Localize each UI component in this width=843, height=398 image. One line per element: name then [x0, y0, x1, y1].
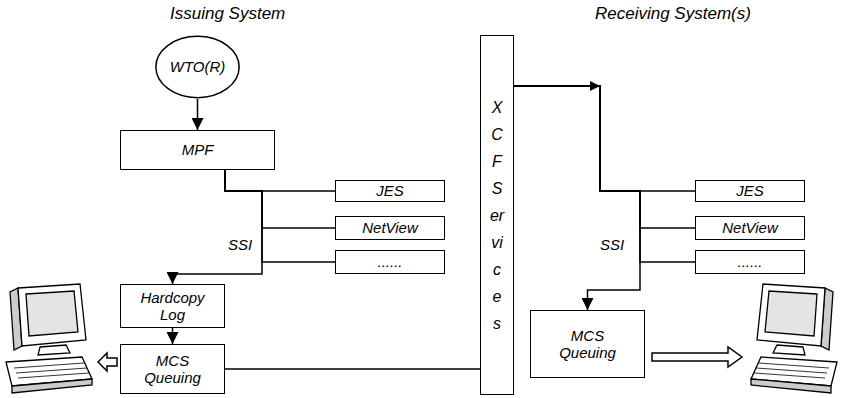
terminal-icon-copy	[751, 284, 837, 393]
subsystem-box: NetView	[695, 216, 805, 240]
flow-connector	[514, 86, 695, 262]
node-label: NetView	[722, 219, 778, 236]
flow-connector	[225, 170, 335, 191]
hollow-arrow	[98, 353, 117, 371]
node-label: NetView	[362, 219, 418, 236]
node-label: MCS Queuing	[551, 327, 625, 362]
node-label: ......	[377, 253, 402, 270]
node-label: ......	[737, 253, 762, 270]
monitor-screen	[26, 291, 78, 336]
keyboard-keys	[14, 363, 89, 378]
system-heading: Receiving System(s)	[595, 4, 751, 24]
process-box: Hardcopy Log	[120, 284, 225, 328]
monitor-stand	[38, 345, 70, 355]
node-label: MPF	[182, 141, 214, 158]
monitor-body	[18, 284, 86, 346]
keyboard-front	[12, 379, 92, 393]
subsystem-box: JES	[335, 180, 445, 202]
terminal-icon	[6, 284, 92, 393]
flow-connector	[172, 328, 174, 344]
interface-label: SSI	[600, 236, 624, 253]
flow-connector	[225, 170, 335, 262]
flow-connector	[173, 170, 263, 284]
start-ellipse: WTO(R)	[155, 35, 240, 99]
flow-connector	[514, 86, 695, 191]
flow-connector	[514, 86, 640, 310]
system-heading: Issuing System	[170, 4, 285, 24]
subsystem-box: JES	[695, 180, 805, 202]
node-label: JES	[736, 182, 764, 199]
interface-label: SSI	[228, 236, 252, 253]
process-box: MCS Queuing	[120, 344, 225, 394]
subsystem-box: NetView	[335, 216, 445, 240]
node-label: Hardcopy Log	[136, 289, 210, 324]
process-box: MPF	[120, 130, 275, 170]
band-label: XCF Services	[489, 94, 505, 337]
node-label: JES	[376, 182, 404, 199]
node-label: WTO(R)	[170, 58, 226, 75]
node-label: MCS Queuing	[136, 352, 210, 387]
flow-connector	[225, 368, 480, 370]
service-band: XCF Services	[480, 35, 514, 395]
flow-connector	[225, 170, 335, 228]
subsystem-box: ......	[695, 250, 805, 274]
flow-connector	[197, 99, 199, 130]
ellipse-shape	[156, 36, 239, 97]
subsystem-box: ......	[335, 250, 445, 274]
process-box: MCS Queuing	[530, 310, 645, 378]
hollow-arrow	[652, 347, 742, 367]
flow-connector	[514, 86, 695, 228]
terminal-icon	[751, 284, 837, 393]
